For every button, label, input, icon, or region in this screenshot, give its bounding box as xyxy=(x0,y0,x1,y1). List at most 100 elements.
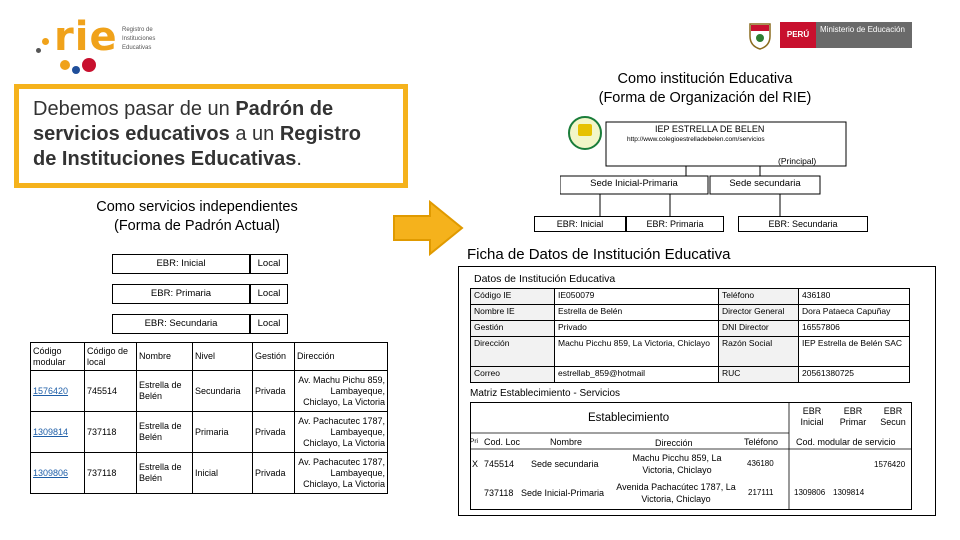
tree-lines xyxy=(560,121,847,216)
table-cell: Privada xyxy=(252,452,295,494)
col-nombre: Nombre xyxy=(550,437,583,447)
table-cell: 737118 xyxy=(84,452,137,494)
left-title: Como servicios independientes (Forma de … xyxy=(96,199,298,234)
row2-cod: 737118 xyxy=(484,488,514,498)
col-ebr-primaria: EBR Primar xyxy=(839,406,867,427)
field-value: Estrella de Belén xyxy=(554,304,719,321)
table-cell: Estrella de Belén xyxy=(136,452,193,494)
col-direccion: Dirección xyxy=(655,438,693,448)
table-cell: Privada xyxy=(252,370,295,413)
field-label: Código IE xyxy=(470,288,555,305)
field-label: Dirección xyxy=(470,336,555,367)
row1-direccion: Machu Picchu 859, La Victoria, Chiclayo xyxy=(632,453,722,475)
table-cell: Inicial xyxy=(192,452,253,494)
table-cell: Primaria xyxy=(192,411,253,454)
field-value: estrellab_859@hotmail xyxy=(554,366,719,383)
table-cell: Av. Pachacutec 1787, Lambayeque, Chiclay… xyxy=(294,411,388,454)
callout-box: Debemos pasar de un Padrón de servicios … xyxy=(14,84,408,188)
service-secundaria-local: Local xyxy=(250,314,288,334)
sede-secundaria: Sede secundaria xyxy=(729,178,801,189)
matriz-title: Matriz Establecimiento - Servicios xyxy=(470,388,621,399)
rie-logo-text: rie xyxy=(54,14,118,60)
field-label: RUC xyxy=(718,366,799,383)
table-row: 1309806 737118 Estrella de Belén Inicial… xyxy=(30,452,388,494)
service-inicial: EBR: Inicial xyxy=(112,254,250,274)
row2-telefono: 217111 xyxy=(748,488,774,497)
field-value: Machu Picchu 859, La Victoria, Chiclayo xyxy=(554,336,719,367)
node-ebr-primaria: EBR: Primaria xyxy=(626,216,724,232)
col-cod-loc: Cod. Loc xyxy=(484,437,521,447)
col-ebr-inicial: EBR Inicial xyxy=(800,406,824,427)
callout-text: Debemos pasar de un Padrón de servicios … xyxy=(19,89,403,183)
table-header-row: Código modular Código de local Nombre Ni… xyxy=(30,341,388,372)
header-cell: Código de local xyxy=(84,341,137,372)
service-secundaria: EBR: Secundaria xyxy=(112,314,250,334)
field-value: 20561380725 xyxy=(798,366,910,383)
field-label: Razón Social xyxy=(718,336,799,367)
table-row: Nombre IE Estrella de Belén Director Gen… xyxy=(470,304,910,321)
ficha-subtitle: Datos de Institución Educativa xyxy=(474,273,616,285)
field-value: Privado xyxy=(554,320,719,337)
principal-label: (Principal) xyxy=(778,156,817,166)
logo-dot-icon xyxy=(36,48,41,53)
logo-dot-icon xyxy=(60,60,70,70)
peru-label: PERÚ xyxy=(780,22,816,48)
table-row: Gestión Privado DNI Director 16557806 xyxy=(470,320,910,337)
table-row: 1576420 745514 Estrella de Belén Secunda… xyxy=(30,370,388,413)
row2-inicial: 1309806 xyxy=(794,488,826,497)
table-cell: Privada xyxy=(252,411,295,454)
table-cell: 737118 xyxy=(84,411,137,454)
row1-secundaria: 1576420 xyxy=(874,460,906,469)
field-label: Nombre IE xyxy=(470,304,555,321)
header-cell: Nivel xyxy=(192,341,253,372)
field-label: DNI Director xyxy=(718,320,799,337)
ficha-title: Ficha de Datos de Institución Educativa xyxy=(467,246,731,263)
row2-direccion: Avenida Pachacútec 1787, La Victoria, Ch… xyxy=(616,482,736,504)
table-cell: Estrella de Belén xyxy=(136,411,193,454)
table-row: Dirección Machu Picchu 859, La Victoria,… xyxy=(470,336,910,367)
ficha-box xyxy=(458,266,936,516)
node-ebr-secundaria: EBR: Secundaria xyxy=(738,216,868,232)
code-link[interactable]: 1309806 xyxy=(33,467,69,478)
field-label: Correo xyxy=(470,366,555,383)
cod-modular-label: Cod. modular de servicio xyxy=(796,437,896,447)
table-row: Correo estrellab_859@hotmail RUC 2056138… xyxy=(470,366,910,383)
rie-subtitle: Registro de Instituciones Educativas xyxy=(122,27,156,51)
code-link[interactable]: 1309814 xyxy=(33,426,69,437)
code-link[interactable]: 1576420 xyxy=(33,385,69,396)
logo-dot-icon xyxy=(72,66,80,74)
service-primaria-local: Local xyxy=(250,284,288,304)
header-cell: Gestión xyxy=(252,341,295,372)
establecimiento-title: Establecimiento xyxy=(588,412,670,424)
field-value: 16557806 xyxy=(798,320,910,337)
logo-dot-icon xyxy=(82,58,96,72)
row1-nombre: Sede secundaria xyxy=(531,459,599,469)
row1-cod: 745514 xyxy=(484,459,515,469)
table-cell: Av. Machu Pichu 859, Lambayeque, Chiclay… xyxy=(294,370,388,413)
ficha-table: Código IE IE050079 Teléfono 436180 Nombr… xyxy=(470,288,910,383)
field-label: Gestión xyxy=(470,320,555,337)
shield-icon xyxy=(749,23,771,50)
field-value: 436180 xyxy=(798,288,910,305)
arrow-right-icon xyxy=(393,200,464,256)
logo-dot-icon xyxy=(42,38,49,45)
institution-url[interactable]: http://www.colegioestrelladebelen.com/se… xyxy=(627,136,765,143)
field-label: Director General xyxy=(718,304,799,321)
field-value: Dora Pataeca Capuñay xyxy=(798,304,910,321)
service-primaria: EBR: Primaria xyxy=(112,284,250,304)
matriz-table xyxy=(470,402,912,510)
row1-pri: X xyxy=(472,459,479,469)
col-ebr-secundaria: EBR Secun xyxy=(880,406,906,427)
table-row: Código IE IE050079 Teléfono 436180 xyxy=(470,288,910,305)
institution-name: IEP ESTRELLA DE BELEN xyxy=(655,124,765,134)
table-row: 1309814 737118 Estrella de Belén Primari… xyxy=(30,411,388,454)
col-telefono: Teléfono xyxy=(744,437,779,447)
table-cell: 745514 xyxy=(84,370,137,413)
rie-logo: rie Registro de Instituciones Educativas xyxy=(36,14,176,78)
row1-telefono: 436180 xyxy=(747,459,774,468)
sede-inicial-primaria: Sede Inicial-Primaria xyxy=(590,178,678,189)
padron-table: Código modular Código de local Nombre Ni… xyxy=(30,341,388,494)
row2-nombre: Sede Inicial-Primaria xyxy=(521,488,605,498)
ministry-label: Ministerio de Educación xyxy=(816,22,912,48)
field-value: IEP Estrella de Belén SAC xyxy=(798,336,910,367)
